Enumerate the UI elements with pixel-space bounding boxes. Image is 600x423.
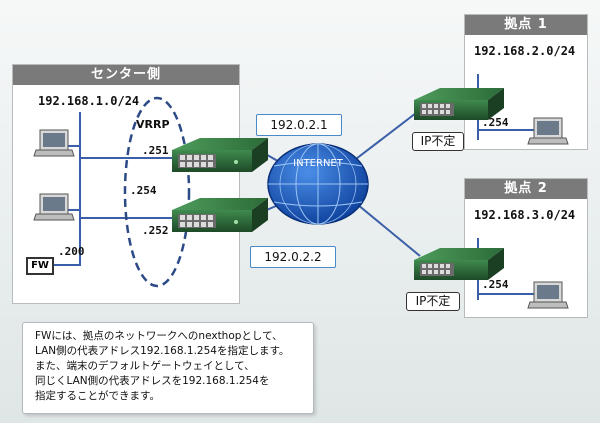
vrrp-label: VRRP xyxy=(136,118,170,131)
site1-panel: 拠点 1 xyxy=(464,14,588,150)
pc-center-1-icon xyxy=(33,129,75,157)
pc-center-2-icon xyxy=(33,193,75,221)
vrrp-ellipse xyxy=(123,96,191,288)
site1-network-label: 192.168.2.0/24 xyxy=(474,44,576,58)
site2-wan-link xyxy=(351,199,421,257)
addr-252-label: .252 xyxy=(142,224,169,237)
router-site1-icon xyxy=(414,88,504,120)
router-center-1-icon xyxy=(172,138,268,172)
note-line: 指定することができます。 xyxy=(35,390,160,402)
center-panel-title: センター側 xyxy=(13,65,239,85)
addr-254-label: .254 xyxy=(130,184,157,197)
note-line: 同じくLAN側の代表アドレスを192.168.1.254を xyxy=(35,375,270,387)
site2-panel-title: 拠点 2 xyxy=(465,179,587,199)
note-line: LAN側の代表アドレス192.168.1.254を指定します。 xyxy=(35,345,290,357)
center-network-label: 192.168.1.0/24 xyxy=(38,94,140,108)
wan-ip-top-callout: 192.0.2.1 xyxy=(256,114,342,136)
note-line: FWには、拠点のネットワークへのnexthopとして、 xyxy=(35,330,283,342)
explanation-note: FWには、拠点のネットワークへのnexthopとして、 LAN側の代表アドレス1… xyxy=(22,322,314,414)
fw-device: FW xyxy=(26,257,54,275)
site1-wan-link xyxy=(351,109,421,163)
addr-200-label: .200 xyxy=(58,245,85,258)
site1-ip-unfixed-box: IP不定 xyxy=(412,132,464,151)
internet-globe-icon xyxy=(267,143,369,225)
router-site2-icon xyxy=(414,248,504,280)
wan-ip-bottom-callout: 192.0.2.2 xyxy=(250,246,336,268)
note-line: また、端末のデフォルトゲートウェイとして、 xyxy=(35,360,255,372)
internet-label: INTERNET xyxy=(293,158,343,169)
pc-site1-icon xyxy=(527,117,569,145)
pc-site2-icon xyxy=(527,281,569,309)
site2-ip-unfixed-box: IP不定 xyxy=(406,292,460,311)
site2-addr-label: .254 xyxy=(482,278,509,291)
router-center-2-icon xyxy=(172,198,268,232)
site1-panel-title: 拠点 1 xyxy=(465,15,587,35)
site2-network-label: 192.168.3.0/24 xyxy=(474,208,576,222)
site1-addr-label: .254 xyxy=(482,116,509,129)
addr-251-label: .251 xyxy=(142,144,169,157)
